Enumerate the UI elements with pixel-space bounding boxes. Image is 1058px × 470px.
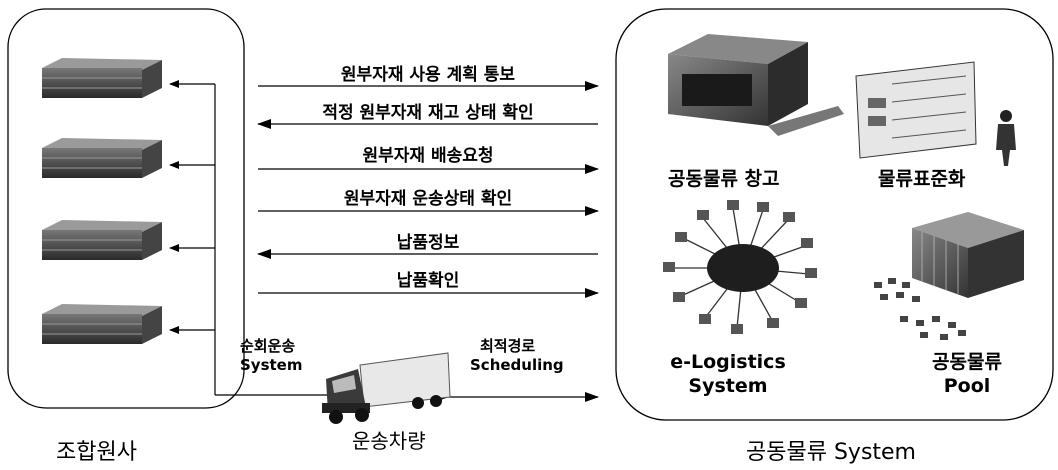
elogistics-label: e-Logistics System xyxy=(662,350,794,398)
pool-label: 공동물류 Pool xyxy=(912,350,1022,398)
sched-label-line1: 최적경로 xyxy=(480,337,536,355)
small-boxes-icon xyxy=(874,278,966,340)
server-stack-icon xyxy=(42,58,162,98)
sched-label-line2: Scheduling xyxy=(470,356,564,374)
logistics-system-group xyxy=(615,8,1054,421)
server-stack-icon xyxy=(42,138,162,178)
person-icon xyxy=(996,110,1016,166)
pool-label-line1: 공동물류 xyxy=(932,351,1002,373)
route-label-line2: System xyxy=(240,356,303,374)
flow-label-1: 원부자재 사용 계획 통보 xyxy=(340,65,516,85)
form-document-icon xyxy=(855,61,977,159)
route-label-line1: 순회운송 xyxy=(240,337,296,355)
standardization-label: 물류표준화 xyxy=(878,168,966,190)
distribution-bus xyxy=(169,80,330,396)
flow-label-4: 원부자재 운송상태 확인 xyxy=(343,189,513,209)
member-companies-group xyxy=(7,8,245,409)
route-system-label: 순회운송 System xyxy=(240,337,302,375)
vehicle-label: 운송차량 xyxy=(352,429,426,453)
warehouse-icon xyxy=(668,34,844,136)
member-companies-label: 조합원사 xyxy=(56,440,137,465)
network-hub-icon xyxy=(663,200,817,334)
flow-label-3: 원부자재 배송요청 xyxy=(362,146,494,166)
flow-label-2: 적정 원부자재 재고 상태 확인 xyxy=(322,103,534,123)
server-stack-icon xyxy=(42,304,162,344)
server-stack-icon xyxy=(42,220,162,260)
flow-label-5: 납품정보 xyxy=(396,233,460,253)
pool-label-line2: Pool xyxy=(943,375,991,397)
pallet-box-icon xyxy=(912,212,1024,298)
elogistics-label-line2: System xyxy=(688,375,768,397)
scheduling-label: 최적경로 Scheduling xyxy=(470,337,564,375)
logistics-system-label: 공동물류 System xyxy=(746,440,916,465)
elogistics-label-line1: e-Logistics xyxy=(670,351,786,373)
warehouse-label: 공동물류 창고 xyxy=(668,168,780,190)
flow-label-6: 납품확인 xyxy=(396,271,460,291)
truck-icon xyxy=(322,352,451,424)
